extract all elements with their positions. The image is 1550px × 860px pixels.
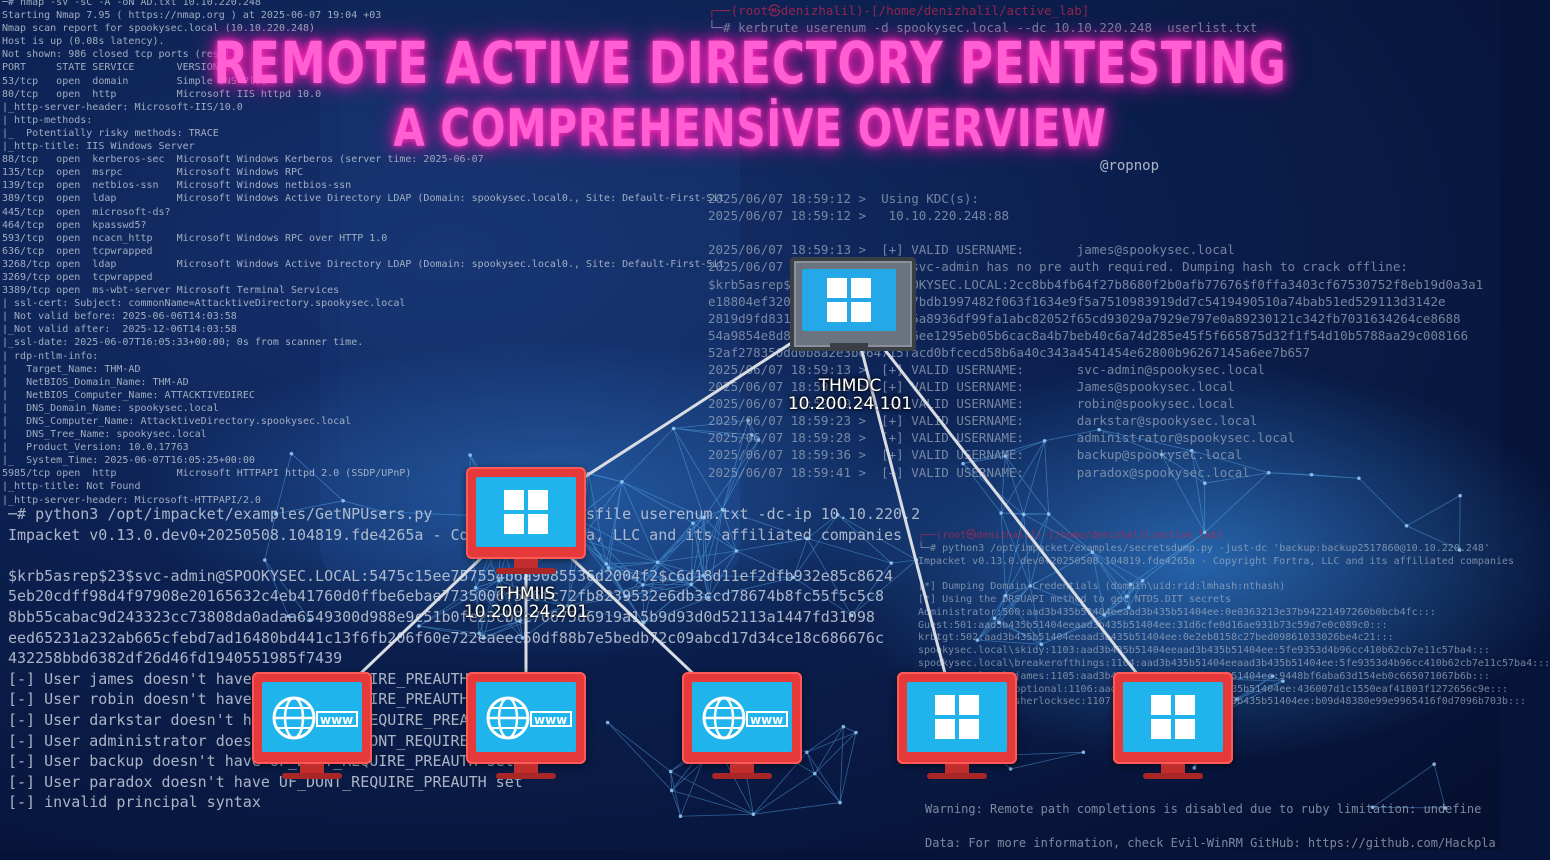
server-monitor: [790, 257, 916, 351]
network-link: [850, 305, 957, 720]
workstation-monitor: www: [466, 672, 586, 764]
workstation-monitor: www: [682, 672, 802, 764]
www-globe-icon: www: [476, 682, 576, 752]
node-ip: 10.200.24.201: [464, 602, 588, 622]
title-line-1: REMOTE ACTIVE DIRECTORY PENTESTING: [165, 28, 1335, 98]
poster-canvas: ─# nmap -sV -sC -A -oN AD.txt 10.10.220.…: [0, 0, 1500, 850]
workstation-monitor: [466, 467, 586, 559]
node-ip: 10.200.24.101: [788, 394, 912, 414]
windows-logo-icon: [504, 490, 548, 534]
node-name: THMIIS: [497, 584, 556, 604]
svg-text:www: www: [534, 713, 567, 727]
www-globe-icon: www: [262, 682, 362, 752]
windows-logo-icon: [935, 695, 979, 739]
network-link: [850, 305, 1173, 720]
workstation-monitor: www: [252, 672, 372, 764]
poster-title: REMOTE ACTIVE DIRECTORY PENTESTING A COM…: [0, 28, 1500, 160]
workstation-monitor: [1113, 672, 1233, 764]
windows-logo-icon: [827, 278, 871, 322]
windows-logo-icon: [1151, 695, 1195, 739]
workstation-monitor: [897, 672, 1017, 764]
node-name: THMDC: [819, 376, 882, 396]
www-globe-icon: www: [692, 682, 792, 752]
svg-text:www: www: [320, 713, 353, 727]
title-line-2: A COMPREHENSİVE OVERVIEW: [165, 98, 1335, 160]
svg-text:www: www: [750, 713, 783, 727]
